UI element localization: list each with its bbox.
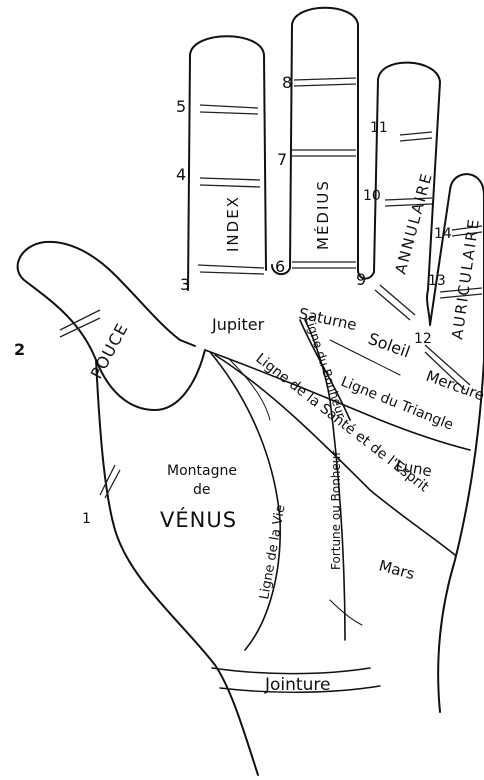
hand-outline: [18, 8, 484, 775]
palm-right-edge: [438, 360, 484, 712]
label-jupiter: Jupiter: [211, 315, 265, 334]
marker-4: 4: [176, 165, 186, 184]
marker-2: 2: [14, 340, 25, 359]
marker-8: 8: [282, 73, 292, 92]
label-venus-3: VÉNUS: [160, 507, 237, 532]
label-fortune: Fortune ou Bonheur: [329, 451, 343, 570]
marker-6: 6: [275, 257, 285, 276]
line-vie: [210, 352, 280, 650]
marker-12: 12: [414, 331, 432, 347]
marker-10: 10: [363, 188, 381, 204]
marker-5: 5: [176, 97, 186, 116]
label-mercure: Mercure: [424, 367, 484, 405]
marker-13: 13: [428, 273, 446, 289]
marker-7: 7: [277, 150, 287, 169]
label-venus-1: Montagne: [167, 463, 237, 479]
palm-left-edge: [96, 360, 258, 775]
marker-14: 14: [434, 226, 452, 242]
marker-9: 9: [356, 270, 366, 289]
label-pouce: POUCE: [87, 320, 132, 382]
label-medius: MÉDIUS: [313, 179, 332, 250]
label-index: INDEX: [224, 195, 242, 252]
label-soleil: Soleil: [366, 329, 413, 362]
label-jointure: Jointure: [264, 675, 330, 695]
label-mars: Mars: [377, 556, 417, 583]
label-venus-2: de: [193, 482, 211, 498]
label-auriculaire: AURICULAIRE: [448, 216, 483, 340]
marker-11: 11: [370, 120, 388, 136]
label-ligne-vie: Ligne de la Vie: [257, 504, 288, 601]
marker-1: 1: [82, 511, 91, 527]
marker-3: 3: [180, 275, 190, 294]
